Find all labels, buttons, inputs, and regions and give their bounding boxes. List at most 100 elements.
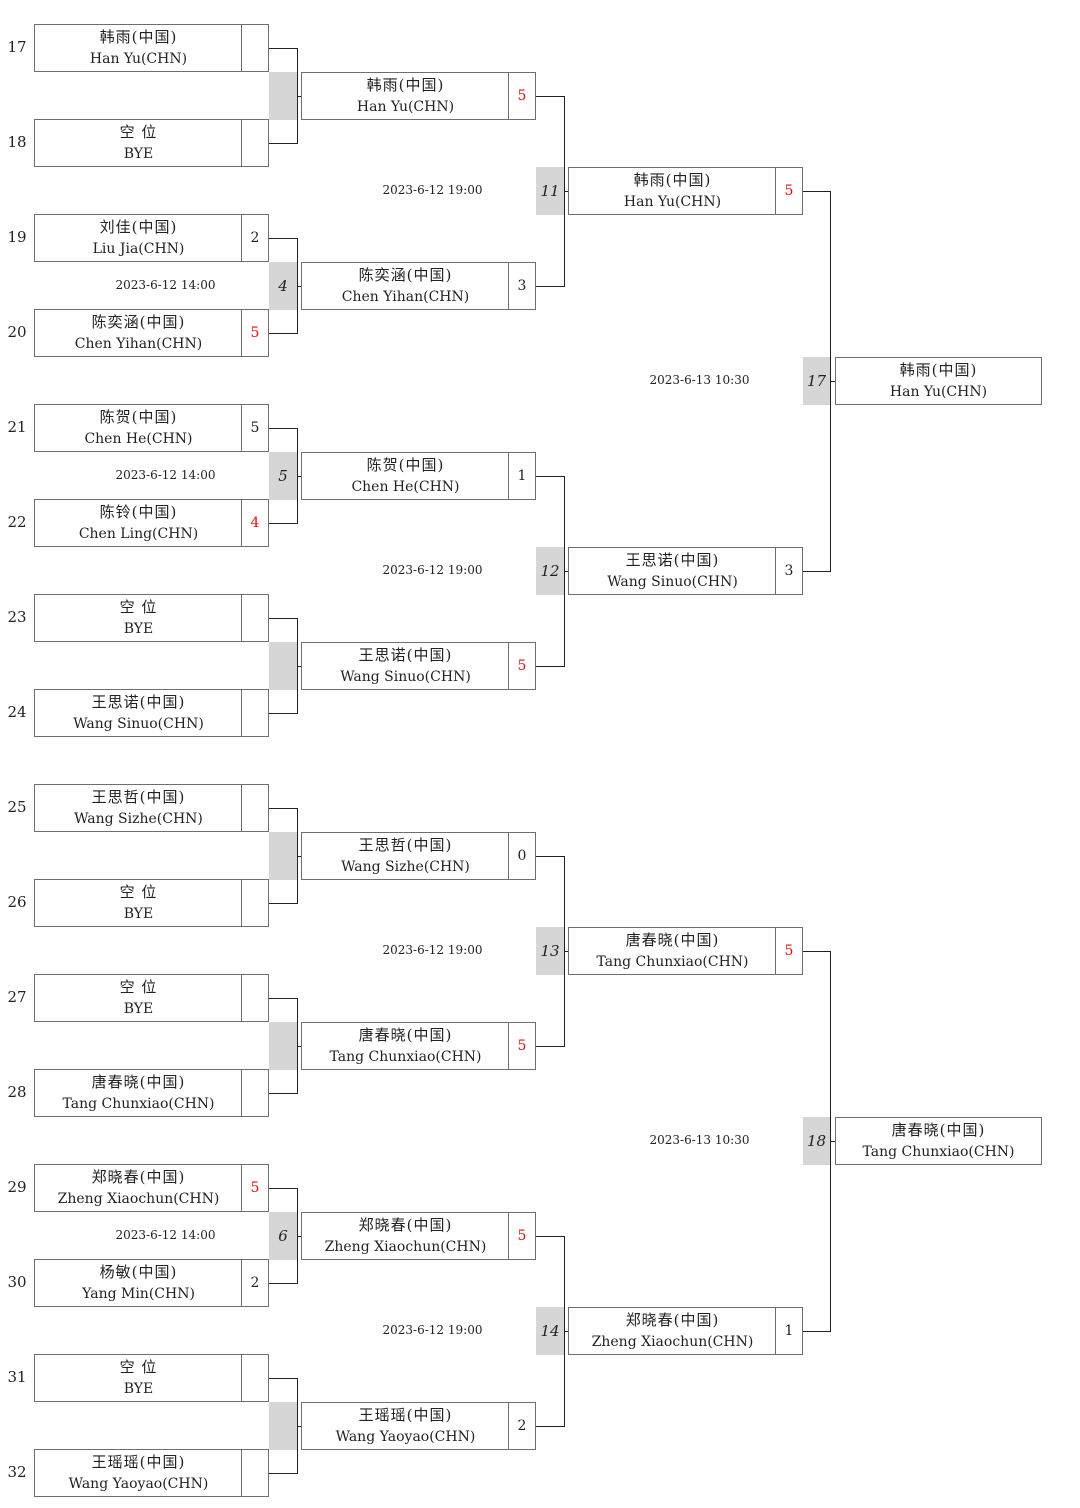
connector-line — [269, 1282, 297, 1284]
r3-player-score: 5 — [775, 928, 802, 974]
match-datetime: 2023-6-13 10:30 — [649, 1133, 750, 1147]
r3-player-box: 郑晓春(中国) Zheng Xiaochun(CHN) 1 — [568, 1307, 803, 1355]
r3-player-box: 王思诺(中国)Wang Sinuo(CHN)3 — [568, 547, 803, 595]
seed-number: 19 — [7, 228, 27, 246]
connector-line — [830, 380, 835, 382]
connector-line — [269, 997, 297, 999]
connector-line — [269, 142, 297, 144]
r1-player-chinese-name: 空 位 — [119, 598, 158, 616]
r1-player-name: 唐春晓(中国)Tang Chunxiao(CHN) — [35, 1070, 242, 1116]
r2-player-box: 唐春晓(中国)Tang Chunxiao(CHN)5 — [301, 1022, 536, 1070]
match-number-cell — [269, 642, 297, 690]
final-player-english-name: Han Yu(CHN) — [889, 384, 988, 400]
match-number: 12 — [540, 562, 560, 580]
seed-number: 31 — [7, 1368, 27, 1386]
connector-line — [297, 1045, 301, 1047]
match-datetime: 2023-6-12 14:00 — [115, 468, 216, 482]
r2-player-chinese-name: 唐春晓(中国) — [358, 1026, 453, 1044]
r3-player-chinese-name: 郑晓春(中国) — [625, 1311, 720, 1329]
r2-player-chinese-name: 王思诺(中国) — [358, 646, 453, 664]
r2-player-chinese-name: 王瑶瑶(中国) — [358, 1406, 453, 1424]
r1-player-box: 郑晓春(中国) Zheng Xiaochun(CHN) 5 — [34, 1164, 269, 1212]
match-number-cell: 6 — [269, 1212, 297, 1260]
r1-player-score: 5 — [241, 1165, 268, 1211]
r2-player-box: 王思诺(中国)Wang Sinuo(CHN)5 — [301, 642, 536, 690]
r2-player-name: 郑晓春(中国)Zheng Xiaochun(CHN) — [302, 1213, 509, 1259]
connector-line — [269, 47, 297, 49]
r1-player-name: 韩雨(中国)Han Yu(CHN) — [35, 25, 242, 71]
connector-line — [269, 1472, 297, 1474]
final-player-chinese-name: 韩雨(中国) — [899, 361, 978, 379]
seed-number: 17 — [7, 38, 27, 56]
match-number-cell: 5 — [269, 452, 297, 500]
r2-player-box: 韩雨(中国)Han Yu(CHN)5 — [301, 72, 536, 120]
match-number-cell — [269, 832, 297, 880]
r1-player-english-name: Tang Chunxiao(CHN) — [62, 1096, 215, 1112]
r3-player-english-name: Zheng Xiaochun(CHN) — [591, 1334, 754, 1350]
r2-player-score: 5 — [508, 643, 535, 689]
match-number-cell: 12 — [536, 547, 564, 595]
connector-line — [830, 1140, 835, 1142]
r2-player-name: 唐春晓(中国) Tang Chunxiao(CHN) — [302, 1023, 509, 1069]
connector-line — [536, 855, 564, 857]
r3-player-english-name: Tang Chunxiao(CHN) — [596, 954, 749, 970]
r1-player-name: 郑晓春(中国) Zheng Xiaochun(CHN) — [35, 1165, 242, 1211]
r1-player-score: 5 — [241, 310, 268, 356]
match-number-cell: 11 — [536, 167, 564, 215]
r1-player-english-name: Zheng Xiaochun(CHN) — [57, 1191, 220, 1207]
match-number-cell: 14 — [536, 1307, 564, 1355]
r2-player-score: 1 — [508, 453, 535, 499]
final-player-box: 唐春晓(中国)Tang Chunxiao(CHN) — [835, 1117, 1042, 1165]
connector-line — [269, 237, 297, 239]
match-datetime: 2023-6-12 19:00 — [382, 1323, 483, 1337]
r3-player-score: 3 — [775, 548, 802, 594]
r1-player-chinese-name: 王思诺(中国) — [91, 693, 186, 711]
r3-player-score: 5 — [775, 168, 802, 214]
r1-player-box: 陈奕涵(中国)Chen Yihan(CHN)5 — [34, 309, 269, 357]
r1-player-english-name: Wang Sizhe(CHN) — [74, 811, 203, 827]
match-number-cell: 17 — [803, 357, 830, 405]
r2-player-english-name: Zheng Xiaochun(CHN) — [324, 1239, 487, 1255]
r1-player-score — [241, 1450, 268, 1496]
r1-player-score — [241, 1070, 268, 1116]
seed-number: 20 — [7, 323, 27, 341]
r1-player-chinese-name: 郑晓春(中国) — [91, 1168, 186, 1186]
r1-player-score — [241, 120, 268, 166]
connector-line — [564, 570, 568, 572]
seed-number: 18 — [7, 133, 27, 151]
r3-player-name: 唐春晓(中国)Tang Chunxiao(CHN) — [569, 928, 776, 974]
r2-player-english-name: Tang Chunxiao(CHN) — [329, 1049, 482, 1065]
r1-player-score — [241, 785, 268, 831]
r1-player-name: 杨敏(中国)Yang Min(CHN) — [35, 1260, 242, 1306]
r1-player-box: 刘佳(中国)Liu Jia(CHN)2 — [34, 214, 269, 262]
r3-player-english-name: Han Yu(CHN) — [623, 194, 722, 210]
r2-player-score: 5 — [508, 1213, 535, 1259]
r1-player-chinese-name: 王瑶瑶(中国) — [91, 1453, 186, 1471]
r1-player-chinese-name: 王思哲(中国) — [91, 788, 186, 806]
match-number: 14 — [540, 1322, 560, 1340]
seed-number: 29 — [7, 1178, 27, 1196]
match-number: 5 — [278, 467, 288, 485]
final-player-chinese-name: 唐春晓(中国) — [891, 1121, 986, 1139]
r2-player-english-name: Chen Yihan(CHN) — [341, 289, 470, 305]
r1-player-score: 4 — [241, 500, 268, 546]
r2-player-box: 王思哲(中国)Wang Sizhe(CHN)0 — [301, 832, 536, 880]
r1-player-name: 王瑶瑶(中国)Wang Yaoyao(CHN) — [35, 1450, 242, 1496]
match-number: 11 — [540, 182, 560, 200]
seed-number: 24 — [7, 703, 27, 721]
r1-player-box: 王思诺(中国) Wang Sinuo(CHN) — [34, 689, 269, 737]
r2-player-english-name: Chen He(CHN) — [351, 479, 460, 495]
connector-line — [536, 285, 564, 287]
final-player-name: 唐春晓(中国)Tang Chunxiao(CHN) — [836, 1118, 1041, 1164]
r2-player-chinese-name: 韩雨(中国) — [366, 76, 445, 94]
r1-player-english-name: Wang Sinuo(CHN) — [73, 716, 204, 732]
connector-line — [297, 95, 301, 97]
r3-player-score: 1 — [775, 1308, 802, 1354]
connector-line — [297, 475, 301, 477]
r1-player-english-name: Han Yu(CHN) — [89, 51, 188, 67]
